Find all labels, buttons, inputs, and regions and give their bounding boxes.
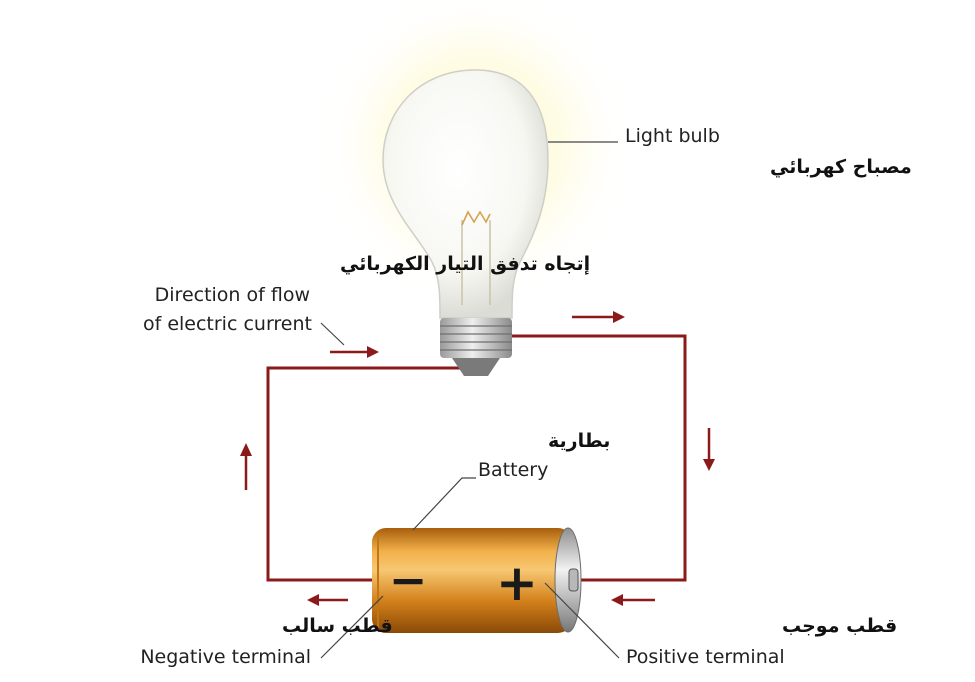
battery-label-en: Battery (478, 459, 548, 481)
plus-sign: + (496, 554, 538, 612)
positive-terminal-label-en: Positive terminal (626, 646, 785, 668)
current-label-ar: إتجاه تدفق التيار الكهربائي (340, 253, 590, 275)
negative-terminal-label-ar: قطب سالب (282, 615, 393, 637)
arrow-right-down (703, 428, 715, 471)
minus-sign: − (389, 553, 428, 607)
circuit-wire (266, 334, 687, 582)
current-label-en-line2: of electric current (143, 313, 312, 335)
arrow-left-up (240, 443, 252, 490)
battery (372, 527, 582, 633)
battery-label-ar: بطارية (548, 430, 610, 452)
arrow-top-right (572, 311, 625, 323)
leader-lines (320, 141, 620, 659)
current-label-en-line1: Direction of flow (155, 284, 310, 306)
positive-terminal-label-ar: قطب موجب (782, 615, 897, 637)
arrow-bottom-right (611, 594, 655, 606)
light-bulb (382, 69, 549, 376)
negative-terminal-label-en: Negative terminal (140, 646, 311, 668)
arrow-top-left (330, 346, 379, 358)
light-bulb-label-en: Light bulb (625, 125, 720, 147)
arrow-bottom-left (307, 594, 348, 606)
light-bulb-label-ar: مصباح كهربائي (770, 156, 912, 178)
